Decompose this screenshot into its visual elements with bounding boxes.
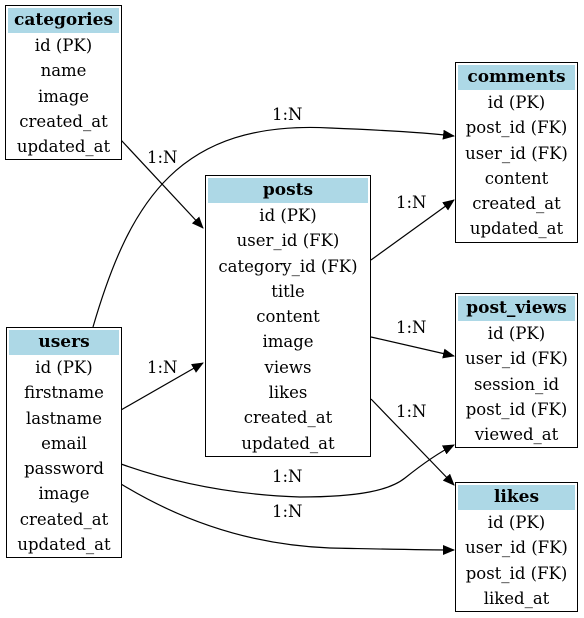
field-row: id (PK): [259, 206, 317, 225]
field-row: created_at: [472, 194, 561, 214]
field-row: id (PK): [35, 358, 93, 377]
edge-posts-post-views: [370, 336, 455, 359]
entity-title: comments: [458, 65, 575, 90]
field-row: post_id (FK): [465, 118, 568, 138]
field-row: image: [38, 484, 90, 504]
field-row: image: [262, 332, 314, 352]
field-row: created_at: [243, 408, 333, 428]
field-row: category_id (FK): [218, 256, 358, 276]
field-row: id (PK): [487, 513, 546, 532]
field-row: content: [484, 168, 549, 188]
edge-users-posts: [120, 362, 204, 411]
entity-users[interactable]: users id (PK) firstname lastname email p…: [6, 327, 122, 559]
edge-label-users-likes: 1:N: [272, 502, 303, 521]
field-row: email: [41, 433, 87, 453]
field-row: user_id (FK): [236, 231, 340, 251]
entity-title: categories: [8, 8, 119, 33]
entity-title: post_views: [458, 296, 575, 321]
field-row: likes: [268, 383, 308, 403]
field-row: title: [271, 281, 305, 301]
edge-label-categories-posts: 1:N: [147, 148, 178, 167]
field-row: content: [256, 307, 320, 327]
entity-likes[interactable]: likes id (PK) user_id (FK) post_id (FK) …: [455, 482, 578, 613]
field-row: lastname: [25, 408, 103, 428]
entity-title: users: [9, 330, 119, 355]
field-row: id (PK): [487, 324, 546, 343]
field-row: id (PK): [34, 36, 93, 55]
edge-label-posts-post-views: 1:N: [396, 318, 427, 337]
field-row: created_at: [19, 509, 109, 529]
field-row: firstname: [24, 383, 104, 403]
field-row: user_id (FK): [465, 143, 568, 163]
field-row: name: [40, 61, 87, 81]
field-row: liked_at: [483, 588, 550, 608]
edge-users-post-views: [120, 444, 455, 498]
entity-posts[interactable]: posts id (PK) user_id (FK) category_id (…: [205, 175, 371, 457]
field-row: updated_at: [16, 137, 111, 157]
field-row: updated_at: [241, 433, 335, 453]
field-row: user_id (FK): [465, 538, 568, 558]
edge-users-likes: [120, 483, 455, 555]
edge-label-posts-likes: 1:N: [396, 402, 427, 421]
field-row: image: [37, 86, 90, 106]
field-row: created_at: [19, 111, 108, 131]
field-row: post_id (FK): [465, 563, 568, 583]
edge-posts-likes: [370, 398, 455, 486]
field-row: viewed_at: [474, 425, 559, 445]
field-row: updated_at: [17, 535, 111, 555]
field-row: session_id: [473, 374, 560, 394]
edge-users-comments: [92, 126, 455, 328]
edge-label-users-post-views: 1:N: [272, 467, 303, 486]
entity-comments[interactable]: comments id (PK) post_id (FK) user_id (F…: [455, 62, 578, 243]
edge-label-users-posts: 1:N: [147, 358, 178, 377]
edge-posts-comments: [370, 199, 455, 261]
edge-label-users-comments: 1:N: [272, 105, 303, 124]
edge-label-posts-comments: 1:N: [396, 193, 427, 212]
field-row: user_id (FK): [465, 349, 568, 369]
field-row: password: [24, 459, 104, 479]
entity-post-views[interactable]: post_views id (PK) user_id (FK) session_…: [455, 293, 578, 449]
field-row: views: [264, 357, 312, 377]
entity-categories[interactable]: categories id (PK) name image created_at…: [5, 5, 122, 161]
field-row: updated_at: [469, 219, 564, 239]
field-row: post_id (FK): [465, 399, 568, 419]
entity-title: posts: [208, 178, 368, 203]
entity-title: likes: [458, 485, 575, 510]
field-row: id (PK): [487, 93, 546, 112]
